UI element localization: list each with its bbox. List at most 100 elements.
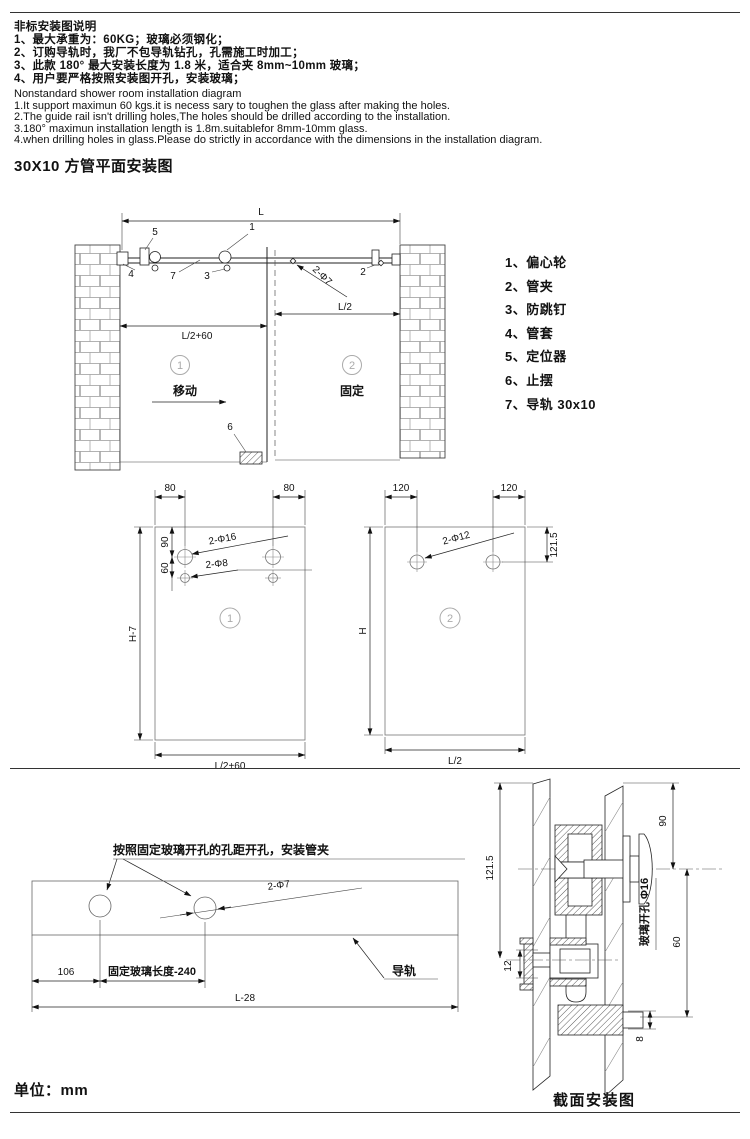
notes-cn-line-3: 3、此款 180° 最大安装长度为 1.8 米，适合夹 8mm~10mm 玻璃；	[14, 60, 366, 72]
callout-6: 6	[227, 422, 233, 433]
top-border-line	[10, 12, 740, 13]
panel1-hole-small-label: 2-Φ8	[205, 558, 229, 571]
rail-dim-total: L-28	[235, 993, 255, 1004]
legend-item-1: 1、偏心轮	[505, 255, 567, 270]
legend-item-5: 5、定位器	[505, 349, 567, 365]
section-separator-line	[10, 768, 740, 769]
pipe-sleeve-part	[116, 251, 129, 266]
anti-jump-pin-left-part	[151, 264, 159, 272]
rail-track-label: 导轨	[392, 963, 416, 978]
pipe-clamp-part	[371, 249, 380, 266]
rail-hole-1	[88, 894, 112, 918]
panel1-hole-big-label: 2-Φ16	[208, 531, 238, 547]
panel1-dim-90: 90	[160, 536, 171, 548]
panel1-tag-circle	[170, 355, 190, 375]
callout-2: 2	[360, 267, 366, 278]
rail-hole-marker-2	[377, 259, 385, 267]
notes-en-line-1: 1.It support maximun 60 kgs.it is necess…	[14, 99, 450, 112]
rail-hole-2	[193, 896, 217, 920]
legend-item-6: 6、止摆	[505, 372, 554, 388]
panel2-dim-width: L/2	[448, 756, 462, 767]
panel2-dim-1215: 121.5	[549, 532, 560, 557]
xsec-dim-90: 90	[658, 815, 669, 827]
notes-cn-line-2: 2、订购导轨时，我厂不包导轨钻孔，孔需施工时加工；	[14, 47, 304, 59]
notes-en-line-4: 4.when drilling holes in glass.Please do…	[14, 134, 543, 147]
parts-legend: 1、偏心轮 2、管夹 3、防跳钉 4、管套 5、定位器 6、止摆 7、导轨 30…	[505, 251, 596, 416]
anti-jump-pin-part	[223, 264, 231, 272]
panel1-phi8-holes	[177, 570, 281, 586]
hole-leader-line	[296, 264, 348, 298]
legend-item-4: 4、管套	[505, 325, 554, 341]
xsec-dim-8: 8	[635, 1036, 646, 1042]
unit-label: 单位：mm	[14, 1082, 89, 1099]
dim-label-half: L/2	[338, 302, 352, 313]
panel1-tag-circle	[219, 607, 241, 629]
panel2-tag: 2	[349, 360, 355, 372]
panel1-tag: 1	[177, 360, 183, 372]
dim-label-l: L	[258, 207, 264, 218]
glass-hole-note: 玻璃开孔 Φ16	[637, 878, 651, 946]
panel1-phi16-holes	[174, 546, 284, 568]
rail-dim-106: 106	[58, 967, 75, 978]
pipe-clamp-assembly	[506, 937, 620, 991]
fixed-label: 固定	[340, 383, 364, 398]
dim-label-half-plus: L/2+60	[182, 331, 213, 342]
notes-cn-line-1: 1、最大承重为：60KG；玻璃必须钢化；	[14, 34, 229, 46]
panel2-outline	[384, 526, 526, 736]
callout-3: 3	[204, 271, 210, 282]
xsec-dim-1215: 121.5	[485, 855, 496, 880]
panel1-dim-80-right: 80	[283, 483, 295, 494]
rail-hole-label: 2-Φ7	[267, 879, 291, 893]
guide-rail	[120, 257, 398, 264]
panel2-phi12-holes	[407, 552, 503, 572]
callout-5: 5	[152, 227, 158, 238]
roller-left-part	[149, 251, 161, 263]
notes-en: Nonstandard shower room installation dia…	[14, 88, 543, 147]
xsec-dim-12: 12	[503, 960, 514, 972]
panel2-dim-120-right: 120	[501, 483, 518, 494]
legend-item-3: 3、防跳钉	[505, 302, 567, 318]
legend-item-7: 7、导轨 30x10	[505, 396, 596, 412]
panel1-tag: 1	[227, 613, 233, 625]
bottom-border-line	[10, 1112, 740, 1113]
rail-note: 按照固定玻璃开孔的孔距开孔，安装管夹	[113, 842, 329, 857]
panel2-hole-label: 2-Φ12	[441, 530, 471, 548]
fixed-glass-pane	[532, 778, 551, 1091]
adjuster-knob	[622, 833, 653, 905]
cross-section-caption: 截面安装图	[553, 1092, 636, 1109]
section-title: 30X10 方管平面安装图	[14, 158, 174, 175]
positioner-part	[139, 247, 150, 266]
notes-cn: 非标安装图说明 1、最大承重为：60KG；玻璃必须钢化； 2、订购导轨时，我厂不…	[14, 21, 365, 86]
callout-4: 4	[128, 269, 134, 280]
panel2-dim-height: H	[358, 627, 369, 634]
plan-diagram: L 5 1 4 7 3 2 2-Φ7	[74, 207, 446, 471]
panel2-tag-circle	[342, 355, 362, 375]
callout-1: 1	[249, 222, 255, 233]
stop-block-assembly	[557, 1004, 644, 1036]
panel1-dim-60: 60	[160, 562, 171, 574]
panel1-outline	[154, 526, 306, 741]
rail-dim-fixed-glass: 固定玻璃长度-240	[108, 964, 196, 978]
notes-en-title: Nonstandard shower room installation dia…	[14, 88, 242, 100]
left-brick-wall	[74, 244, 121, 471]
notes-cn-title: 非标安装图说明	[14, 21, 97, 33]
cross-section-diagram: 玻璃开孔 Φ16 121.5 12 90	[485, 778, 725, 1097]
xsec-dim-60: 60	[672, 936, 683, 948]
rail-bar-outline	[31, 880, 459, 936]
panel1-dim-80-left: 80	[164, 483, 176, 494]
move-label: 移动	[173, 383, 197, 398]
end-cap-part	[391, 253, 401, 266]
notes-en-line-2: 2.The guide rail isn't drilling holes,Th…	[14, 111, 451, 124]
panel1-dim-width: L/2+60	[215, 761, 246, 772]
eccentric-wheel-part	[218, 250, 232, 264]
rail-pane	[604, 785, 624, 1097]
panel1-dim-height: H-7	[128, 626, 139, 643]
legend-item-2: 2、管夹	[505, 278, 554, 294]
glass-panels-diagram: 80 80 H-7 90 60	[128, 483, 560, 772]
right-brick-wall	[399, 244, 446, 459]
stop-block-part	[239, 451, 263, 465]
plan-hole-label: 2-Φ7	[310, 264, 334, 288]
rail-detail-diagram: 按照固定玻璃开孔的孔距开孔，安装管夹 2-Φ7 导轨 106 固定玻璃长度-24…	[31, 842, 465, 1012]
eccentric-roller-assembly	[554, 824, 625, 916]
